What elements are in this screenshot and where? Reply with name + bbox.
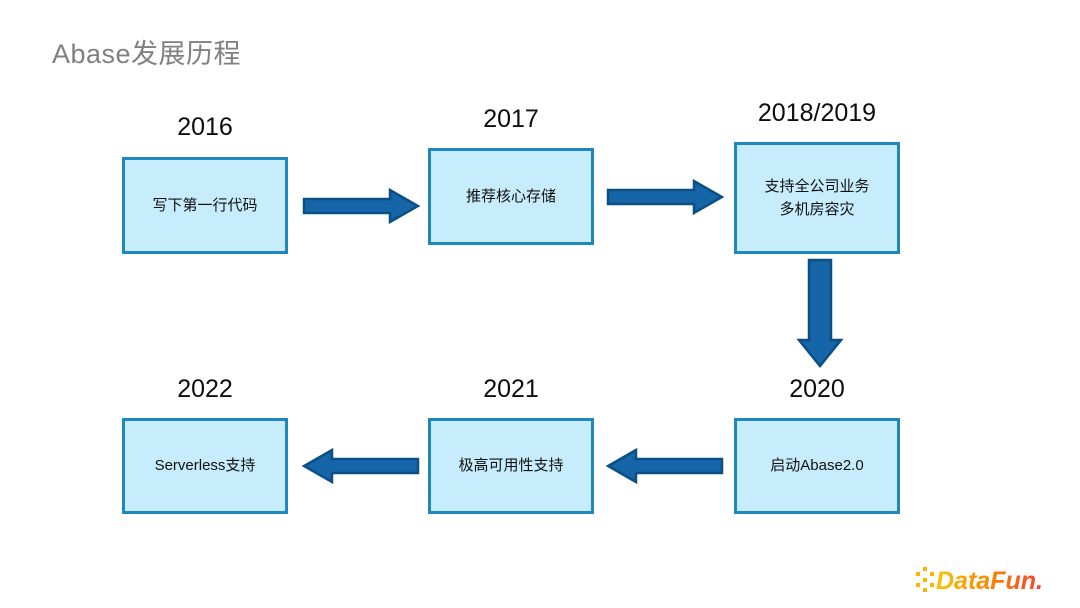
- year-label-2016: 2016: [177, 113, 233, 141]
- process-box-2022-text: Serverless支持: [154, 457, 256, 475]
- process-box-2020-text: 启动Abase2.0: [770, 457, 864, 475]
- year-label-2017: 2017: [483, 105, 539, 133]
- process-box-2018-2019-line1: 支持全公司业务: [764, 177, 870, 195]
- page-title: Abase发展历程: [52, 39, 242, 69]
- arrow-2018-to-2020-icon: [796, 258, 844, 368]
- arrow-2021-to-2022-icon: [302, 447, 420, 485]
- process-box-2018-2019-line2: 多机房容灾: [779, 201, 855, 218]
- year-label-2020: 2020: [789, 375, 845, 403]
- arrow-2020-to-2021-icon: [606, 447, 724, 485]
- arrow-2016-to-2017-icon: [302, 187, 420, 225]
- process-box-2018-2019[interactable]: 支持全公司业务 多机房容灾: [734, 142, 900, 254]
- process-box-2020[interactable]: 启动Abase2.0: [734, 418, 900, 514]
- process-box-2021-text: 极高可用性支持: [458, 457, 564, 475]
- process-box-2016-text: 写下第一行代码: [152, 196, 258, 214]
- process-box-2017[interactable]: 推荐核心存储: [428, 148, 594, 245]
- year-label-2022: 2022: [177, 375, 233, 403]
- process-box-2018-2019-text: 支持全公司业务 多机房容灾: [764, 175, 869, 222]
- datafun-logo-text: DataFun.: [936, 567, 1043, 595]
- process-box-2022[interactable]: Serverless支持: [122, 418, 288, 514]
- process-box-2016[interactable]: 写下第一行代码: [122, 157, 288, 254]
- datafun-logo: DataFun.: [914, 562, 1062, 598]
- year-label-2018-2019: 2018/2019: [757, 99, 877, 127]
- datafun-logo-dots: [916, 567, 934, 592]
- process-box-2021[interactable]: 极高可用性支持: [428, 418, 594, 514]
- process-box-2017-text: 推荐核心存储: [465, 187, 556, 205]
- year-label-2021: 2021: [483, 375, 539, 403]
- arrow-2017-to-2018-icon: [606, 178, 724, 216]
